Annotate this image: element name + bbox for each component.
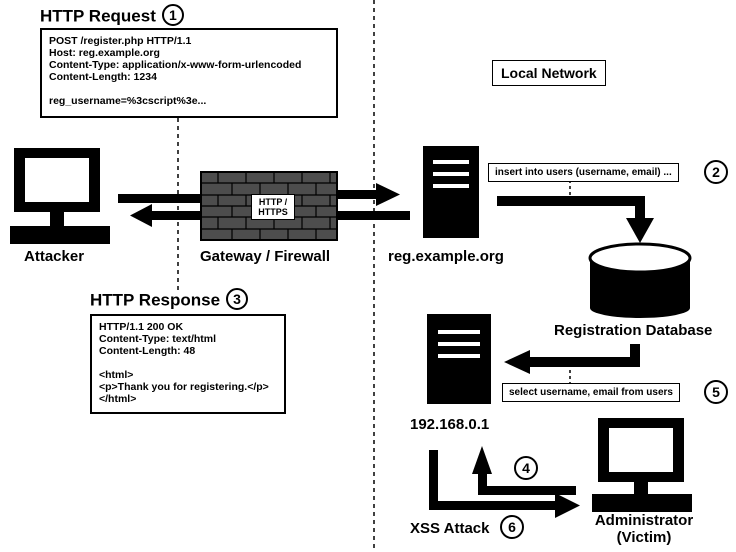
request-arrow — [472, 446, 576, 495]
xss-attack-arrow — [429, 450, 580, 518]
database-icon — [588, 242, 692, 318]
step-6-marker: 6 — [500, 515, 524, 539]
request-line: Content-Type: application/x-www-form-url… — [49, 59, 302, 71]
web-server-icon — [423, 146, 479, 238]
attacker-label: Attacker — [24, 248, 85, 265]
response-line: Content-Length: 48 — [99, 345, 196, 357]
step-5-marker: 5 — [704, 380, 728, 404]
firewall-protocol-line: HTTP / — [258, 197, 288, 207]
gateway-label: Gateway / Firewall — [200, 248, 331, 265]
admin-label-line: Administrator — [594, 512, 694, 529]
step-2-marker: 2 — [704, 160, 728, 184]
server-label: reg.example.org — [388, 248, 504, 265]
step-1-marker: 1 — [161, 4, 184, 26]
attacker-computer-icon — [10, 148, 110, 244]
attacker-arrows — [118, 194, 202, 227]
firewall-protocol-line: HTTPS — [258, 207, 288, 217]
server-arrows — [336, 183, 410, 220]
insert-query-box: insert into users (username, email) ... — [488, 163, 679, 182]
local-network-label: Local Network — [492, 60, 606, 86]
select-query-box: select username, email from users — [502, 383, 680, 402]
response-line: <p>Thank you for registering.</p> — [99, 381, 269, 393]
database-label: Registration Database — [554, 322, 713, 339]
admin-label-line: (Victim) — [616, 529, 672, 546]
http-response-box: HTTP/1.1 200 OK Content-Type: text/html … — [90, 314, 286, 414]
response-line: </html> — [99, 393, 137, 405]
firewall-protocol-sign: HTTP / HTTPS — [251, 194, 295, 220]
response-line — [99, 357, 277, 369]
internal-server-icon — [427, 314, 491, 404]
admin-computer-icon — [592, 418, 692, 512]
insert-arrow — [497, 196, 654, 243]
request-line: POST /register.php HTTP/1.1 — [49, 35, 192, 47]
response-line: <html> — [99, 369, 134, 381]
http-response-title-text: HTTP Response — [90, 290, 221, 310]
select-arrow — [504, 344, 640, 374]
xss-attack-label: XSS Attack — [410, 520, 490, 537]
request-line: Content-Length: 1234 — [49, 71, 157, 83]
request-line: Host: reg.example.org — [49, 47, 160, 59]
step-4-marker: 4 — [514, 456, 538, 480]
firewall-wall-icon — [200, 171, 338, 241]
http-request-box: POST /register.php HTTP/1.1 Host: reg.ex… — [40, 28, 338, 118]
http-request-title-text: HTTP Request — [40, 6, 156, 26]
step-3-marker: 3 — [226, 288, 249, 310]
response-line: Content-Type: text/html — [99, 333, 217, 345]
request-line: reg_username=%3cscript%3e... — [49, 95, 207, 107]
ip-label: 192.168.0.1 — [410, 416, 490, 433]
request-line — [49, 83, 329, 95]
response-line: HTTP/1.1 200 OK — [99, 321, 184, 333]
admin-label: Administrator (Victim) — [586, 512, 702, 546]
